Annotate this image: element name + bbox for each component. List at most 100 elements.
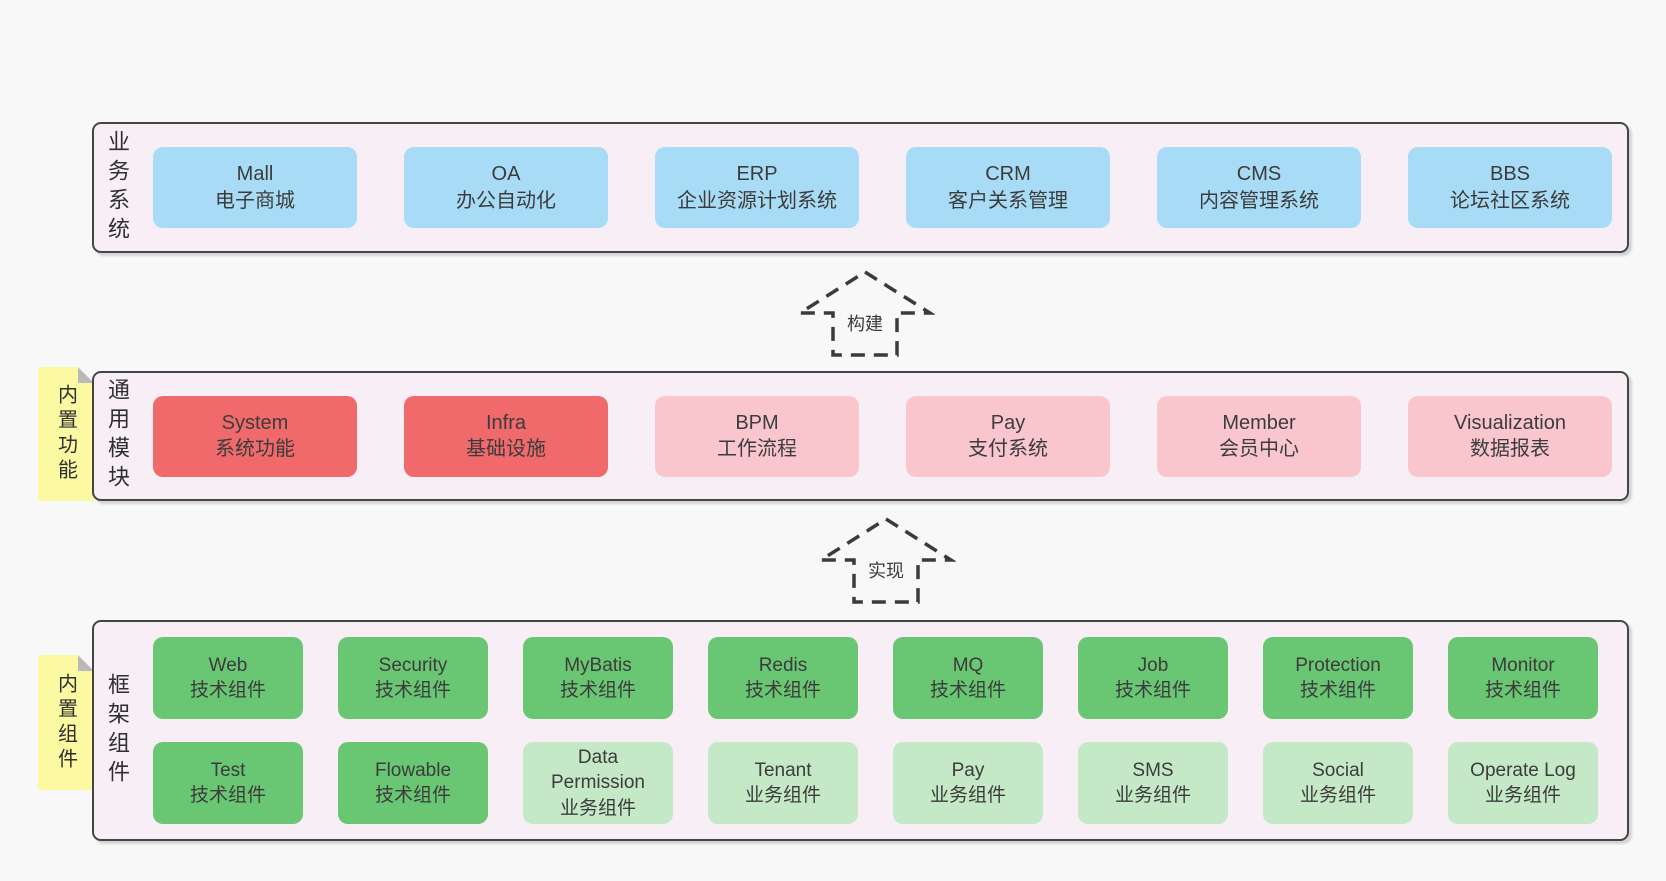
module-desc: 技术组件 xyxy=(189,785,266,806)
arrow-label: 实现 xyxy=(865,556,907,584)
module-name: Infra xyxy=(485,411,527,434)
band-title: 业务系统 xyxy=(105,129,130,246)
module-box-bbs: BBS 论坛社区系统 xyxy=(1408,147,1612,228)
module-desc: 业务组件 xyxy=(929,785,1006,806)
module-desc: 电子商城 xyxy=(215,189,295,212)
module-box-crm: CRM 客户关系管理 xyxy=(906,147,1110,228)
module-box-web: Web 技术组件 xyxy=(153,637,303,719)
module-box-pay: Pay 支付系统 xyxy=(906,395,1110,477)
band-common-modules: 通用模块 System 系统功能 Infra 基础设施 BPM 工作流程 Pay 支付系统 Me… xyxy=(92,371,1629,501)
up-block-arrow-icon xyxy=(816,516,956,604)
module-desc: 技术组件 xyxy=(559,680,636,701)
module-desc: 数据报表 xyxy=(1470,438,1550,460)
module-desc: 业务组件 xyxy=(559,797,636,819)
module-name: Test xyxy=(210,759,246,781)
sticky-note-builtin-components: 内置组件 xyxy=(38,655,94,790)
module-name: MyBatis xyxy=(564,654,632,676)
up-block-arrow-icon xyxy=(795,269,935,357)
module-desc: 论坛社区系统 xyxy=(1450,189,1570,212)
module-name: Flowable xyxy=(374,759,452,781)
sticky-note-builtin-features: 内置功能 xyxy=(38,367,94,501)
arrow-label: 构建 xyxy=(844,309,886,337)
module-box-mybatis: MyBatis 技术组件 xyxy=(523,637,673,719)
module-box-redis: Redis 技术组件 xyxy=(708,637,858,719)
module-name: Pay xyxy=(951,759,985,781)
sticky-note-label: 内置组件 xyxy=(54,672,77,773)
module-name: ERP xyxy=(736,163,778,186)
module-desc: 技术组件 xyxy=(1484,680,1561,701)
module-box-monitor: Monitor 技术组件 xyxy=(1448,637,1598,719)
module-name: Monitor xyxy=(1491,654,1555,676)
module-name: System xyxy=(221,411,289,434)
module-desc: 业务组件 xyxy=(1114,785,1191,806)
module-box-pay: Pay 业务组件 xyxy=(893,742,1043,824)
module-name: Data Permission xyxy=(551,747,645,794)
module-desc: 系统功能 xyxy=(215,438,295,460)
module-box-infra: Infra 基础设施 xyxy=(404,395,608,477)
module-name: Operate Log xyxy=(1470,759,1576,781)
module-desc: 支付系统 xyxy=(968,438,1048,460)
module-box-member: Member 会员中心 xyxy=(1157,395,1361,477)
module-desc: 技术组件 xyxy=(929,680,1006,701)
module-name: CMS xyxy=(1236,163,1282,186)
module-name: Redis xyxy=(758,654,808,676)
module-name: Pay xyxy=(990,411,1026,434)
module-box-bpm: BPM 工作流程 xyxy=(655,395,859,477)
module-name: CRM xyxy=(985,163,1031,186)
module-desc: 业务组件 xyxy=(1484,785,1561,806)
module-box-job: Job 技术组件 xyxy=(1078,637,1228,719)
module-desc: 客户关系管理 xyxy=(948,189,1068,212)
module-grid: System 系统功能 Infra 基础设施 BPM 工作流程 Pay 支付系统 Member 会… xyxy=(153,373,1627,499)
module-name: Job xyxy=(1137,654,1169,676)
band-title: 通用模块 xyxy=(105,378,130,494)
module-box-mall: Mall 电子商城 xyxy=(153,147,357,228)
module-name: Member xyxy=(1222,411,1296,434)
module-desc: 技术组件 xyxy=(374,680,451,701)
module-box-tenant: Tenant 业务组件 xyxy=(708,742,858,824)
module-name: Tenant xyxy=(754,759,812,781)
module-box-data-permission: Data Permission 业务组件 xyxy=(523,742,673,824)
module-box-sms: SMS 业务组件 xyxy=(1078,742,1228,824)
module-row: System 系统功能 Infra 基础设施 BPM 工作流程 Pay 支付系统 Member 会… xyxy=(153,395,1627,477)
module-desc: 技术组件 xyxy=(1299,680,1376,701)
module-name: SMS xyxy=(1132,759,1174,781)
module-name: MQ xyxy=(952,654,984,676)
module-box-mq: MQ 技术组件 xyxy=(893,637,1043,719)
module-name: Web xyxy=(208,654,248,676)
module-desc: 内容管理系统 xyxy=(1199,189,1319,212)
arrow-build: 构建 xyxy=(795,268,935,358)
module-box-flowable: Flowable 技术组件 xyxy=(338,742,488,824)
module-name: Social xyxy=(1312,759,1364,781)
module-box-oa: OA 办公自动化 xyxy=(404,147,608,228)
module-desc: 技术组件 xyxy=(374,785,451,806)
module-desc: 业务组件 xyxy=(744,785,821,806)
module-desc: 技术组件 xyxy=(1114,680,1191,701)
module-desc: 办公自动化 xyxy=(456,189,556,212)
module-name: BBS xyxy=(1489,163,1531,186)
module-name: OA xyxy=(491,163,521,186)
module-desc: 工作流程 xyxy=(717,438,797,460)
module-name: BPM xyxy=(735,411,779,434)
module-box-test: Test 技术组件 xyxy=(153,742,303,824)
sticky-note-label: 内置功能 xyxy=(54,384,77,484)
module-box-visualization: Visualization 数据报表 xyxy=(1408,395,1612,477)
module-desc: 技术组件 xyxy=(744,680,821,701)
module-box-cms: CMS 内容管理系统 xyxy=(1157,147,1361,228)
module-name: Visualization xyxy=(1454,411,1566,434)
module-name: Mall xyxy=(236,163,274,186)
module-name: Security xyxy=(378,654,448,676)
module-desc: 会员中心 xyxy=(1219,438,1299,460)
module-desc: 基础设施 xyxy=(466,438,546,460)
module-desc: 技术组件 xyxy=(189,680,266,701)
